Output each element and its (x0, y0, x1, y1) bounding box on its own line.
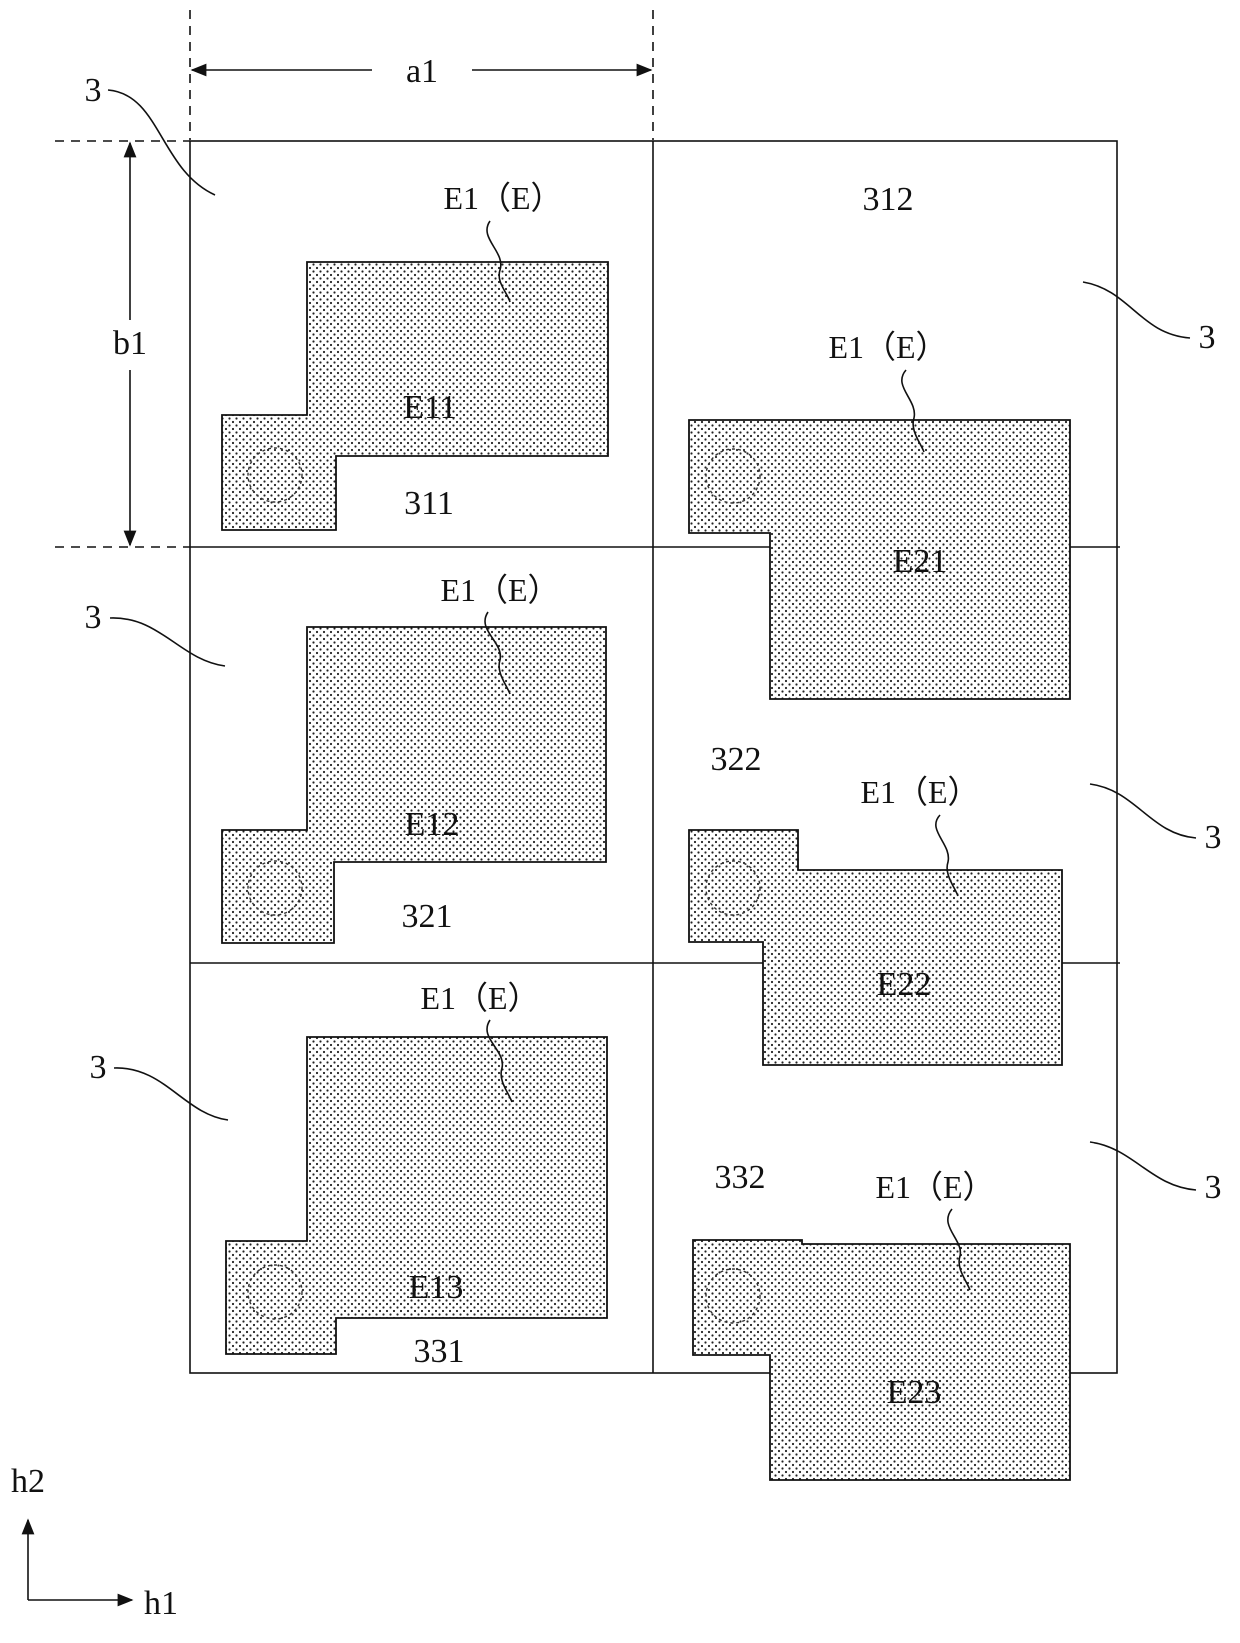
svg-text:E1（E）: E1（E） (443, 180, 562, 216)
cell-label-331: 331 (414, 1333, 465, 1370)
svg-text:E1（E）: E1（E） (420, 980, 539, 1016)
electrode-e22: E22 (689, 830, 1062, 1065)
b1-label: b1 (113, 325, 147, 362)
cell-label-311: 311 (404, 485, 454, 522)
region-ref-middle-right: 3 (1090, 784, 1222, 856)
region-ref-top-left: 3 (85, 72, 216, 195)
electrode-label-e23: E23 (887, 1374, 942, 1411)
electrode-e13: E13 (226, 1037, 607, 1354)
svg-text:3: 3 (90, 1049, 107, 1086)
axis-h1-label: h1 (144, 1585, 178, 1622)
electrode-label-e11: E11 (403, 389, 457, 426)
electrode-label-e21: E21 (893, 543, 948, 580)
region-ref-top-right: 3 (1083, 282, 1216, 356)
svg-text:E1（E）: E1（E） (875, 1169, 994, 1205)
electrode-e21: E21 (689, 420, 1070, 699)
cell-label-321: 321 (402, 898, 453, 935)
svg-text:3: 3 (1199, 319, 1216, 356)
region-ref-bottom-right: 3 (1090, 1142, 1222, 1206)
cell-label-332: 332 (715, 1159, 766, 1196)
region-ref-middle-left: 3 (85, 599, 226, 666)
svg-text:3: 3 (85, 599, 102, 636)
electrode-e12: E12 (222, 627, 606, 943)
region-ref-bottom-left: 3 (90, 1049, 229, 1120)
electrode-label-e22: E22 (877, 966, 932, 1003)
electrode-e23: E23 (693, 1240, 1070, 1480)
svg-text:3: 3 (1205, 1169, 1222, 1206)
a1-label: a1 (406, 53, 438, 90)
electrode-label-e13: E13 (409, 1269, 464, 1306)
axis-h2-label: h2 (11, 1463, 45, 1500)
svg-text:E1（E）: E1（E） (860, 774, 979, 810)
svg-text:3: 3 (85, 72, 102, 109)
cell-label-312: 312 (863, 181, 914, 218)
electrode-label-e12: E12 (405, 806, 460, 843)
svg-text:E1（E）: E1（E） (828, 329, 947, 365)
svg-text:E1（E）: E1（E） (440, 572, 559, 608)
cell-label-322: 322 (711, 741, 762, 778)
svg-text:3: 3 (1205, 819, 1222, 856)
